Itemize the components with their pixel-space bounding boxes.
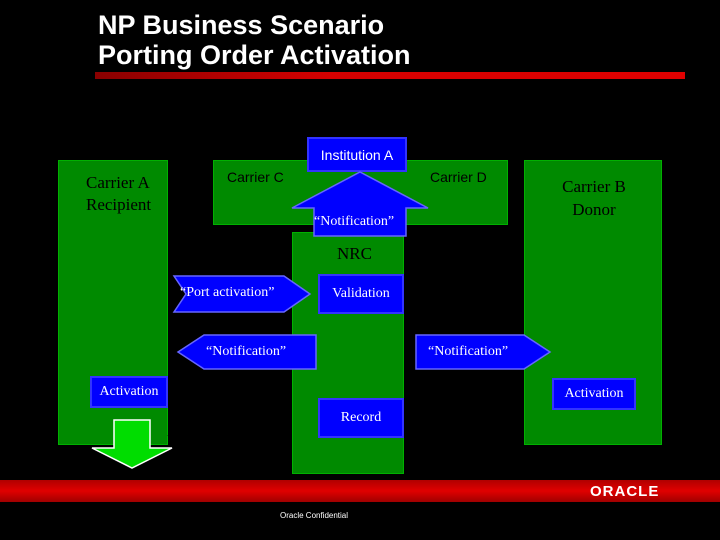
record-box: Record (318, 398, 404, 438)
port-activation-arrow (172, 275, 312, 313)
port-activation-label: “Port activation” (180, 285, 275, 300)
carrier-b-activation-box: Activation (552, 378, 636, 410)
carrier-c-label: Carrier C (227, 169, 284, 185)
notification-left-label: “Notification” (206, 344, 287, 359)
institution-a-box: Institution A (307, 137, 407, 172)
notification-top-label: “Notification” (314, 214, 395, 229)
oracle-logo: ORACLE (590, 483, 660, 500)
notification-up-arrow (291, 171, 429, 237)
slide-title: NP Business Scenario Porting Order Activ… (98, 10, 411, 70)
carrier-b-label: Carrier B Donor (552, 175, 636, 221)
validation-box: Validation (318, 274, 404, 314)
provision-down-arrow (91, 419, 173, 469)
confidential-note: Oracle Confidential (280, 511, 349, 520)
title-line-1: NP Business Scenario (98, 10, 385, 40)
title-divider (95, 72, 685, 79)
carrier-a-label: Carrier A Recipient (86, 172, 151, 216)
carrier-b-role: Donor (572, 200, 616, 219)
notification-right-label: “Notification” (428, 344, 509, 359)
title-line-2: Porting Order Activation (98, 40, 411, 70)
carrier-d-label: Carrier D (430, 169, 487, 185)
carrier-b-name: Carrier B (562, 177, 626, 196)
nrc-label: NRC (337, 244, 372, 263)
footer-bar (0, 480, 720, 502)
notify-provision-line-1: Notify/Provision (167, 431, 282, 450)
carrier-a-role: Recipient (86, 195, 152, 214)
notify-provision-label: Notify/Provision Internal Systems (167, 430, 281, 474)
notification-left-arrow (176, 334, 317, 370)
carrier-a-name: Carrier A (86, 173, 150, 192)
notify-provision-line-2: Internal Systems (167, 453, 281, 472)
carrier-a-activation-box: Activation (90, 376, 168, 408)
notification-right-arrow (415, 334, 552, 370)
